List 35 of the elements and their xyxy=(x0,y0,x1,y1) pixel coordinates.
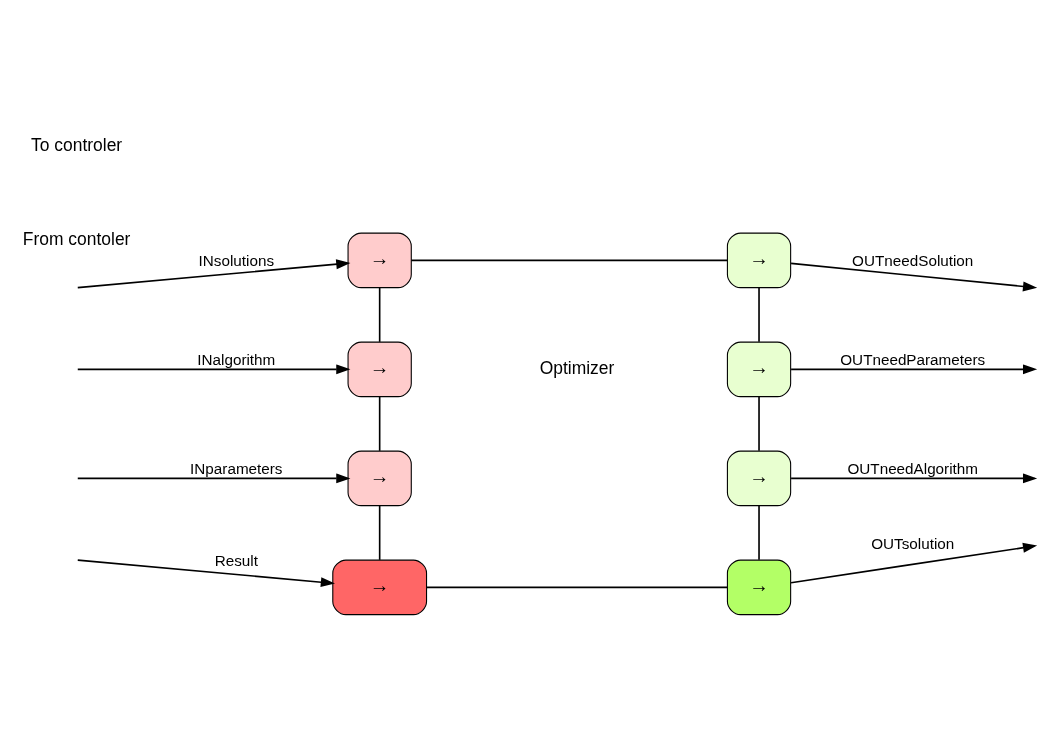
edge-label: OUTneedSolution xyxy=(852,252,974,270)
node-box: → xyxy=(726,341,792,398)
node-box: → xyxy=(726,232,792,289)
edge-label: OUTsolution xyxy=(871,535,955,553)
arrow xyxy=(76,364,351,375)
connector xyxy=(410,259,728,262)
node-box: → xyxy=(726,450,792,507)
label: From contoler xyxy=(22,228,131,249)
arrow xyxy=(76,473,351,484)
connector xyxy=(758,505,760,561)
connector xyxy=(378,505,381,561)
arrow xyxy=(790,364,1038,375)
edge-label: OUTneedParameters xyxy=(840,351,986,369)
arrow xyxy=(790,473,1038,484)
node-box: → xyxy=(347,341,412,398)
connector xyxy=(425,586,728,589)
edge-label: INalgorithm xyxy=(197,351,276,369)
arrow xyxy=(76,559,336,588)
node-box: → xyxy=(347,232,412,289)
arrow xyxy=(790,542,1038,584)
label: To controler xyxy=(31,135,123,156)
node-box: → xyxy=(726,559,792,616)
arrow xyxy=(790,262,1038,292)
edge-label: INparameters xyxy=(190,460,283,478)
connector xyxy=(758,396,760,452)
edge-label: INsolutions xyxy=(198,252,275,270)
node-box: → xyxy=(332,559,428,616)
label: Optimizer xyxy=(539,357,615,378)
arrow xyxy=(76,259,351,289)
edge-label: OUTneedAlgorithm xyxy=(847,460,978,478)
edge-label: Result xyxy=(214,551,258,569)
connector xyxy=(758,287,760,343)
connector xyxy=(378,287,381,343)
connector xyxy=(378,396,381,452)
node-box: → xyxy=(347,450,412,507)
